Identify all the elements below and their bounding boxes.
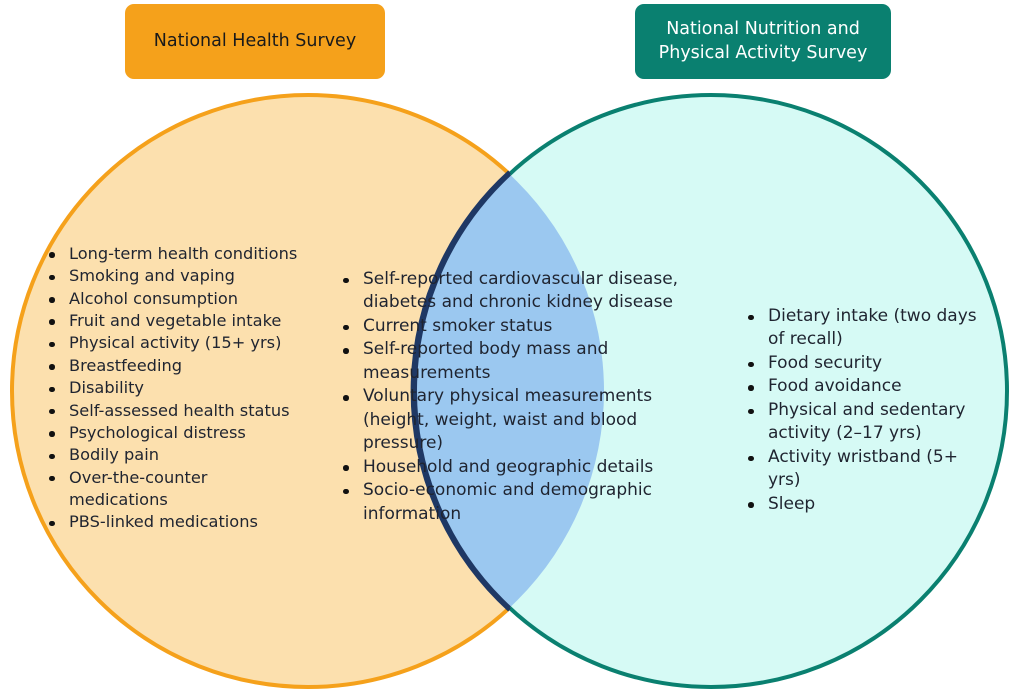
list-item: Self-reported body mass and measurements	[338, 338, 690, 385]
list-item: Long-term health conditions	[44, 243, 306, 265]
list-item: Physical activity (15+ yrs)	[44, 332, 306, 354]
list-item: Smoking and vaping	[44, 265, 306, 287]
intersection-items-block: Self-reported cardiovascular disease, di…	[338, 268, 690, 526]
list-item: Self-assessed health status	[44, 400, 306, 422]
list-item: Breastfeeding	[44, 355, 306, 377]
list-item: Sleep	[743, 493, 995, 516]
left-only-list: Long-term health conditions Smoking and …	[44, 243, 306, 534]
list-item: Over-the-counter medications	[44, 467, 306, 512]
intersection-lens	[413, 95, 604, 687]
header-left-label: National Health Survey	[153, 30, 357, 51]
list-item: Dietary intake (two days of recall)	[743, 305, 995, 352]
header-right-label: National Nutrition and Physical Activity…	[658, 19, 868, 63]
list-item: Fruit and vegetable intake	[44, 310, 306, 332]
list-item: Socio-economic and demographic informati…	[338, 479, 690, 526]
list-item: PBS-linked medications	[44, 511, 306, 533]
left-only-items-block: Long-term health conditions Smoking and …	[44, 243, 306, 534]
right-only-list: Dietary intake (two days of recall) Food…	[743, 305, 995, 516]
header-box-right: National Nutrition and Physical Activity…	[635, 4, 891, 79]
list-item: Current smoker status	[338, 315, 690, 338]
list-item: Psychological distress	[44, 422, 306, 444]
header-box-left: National Health Survey	[125, 4, 385, 79]
list-item: Bodily pain	[44, 444, 306, 466]
intersection-lens-left-arc	[410, 170, 511, 612]
list-item: Physical and sedentary activity (2–17 yr…	[743, 399, 995, 446]
intersection-list: Self-reported cardiovascular disease, di…	[338, 268, 690, 526]
list-item: Food security	[743, 352, 995, 375]
list-item: Voluntary physical measurements (height,…	[338, 385, 690, 455]
list-item: Disability	[44, 377, 306, 399]
list-item: Self-reported cardiovascular disease, di…	[338, 268, 690, 315]
list-item: Household and geographic details	[338, 456, 690, 479]
list-item: Activity wristband (5+ yrs)	[743, 446, 995, 493]
right-only-items-block: Dietary intake (two days of recall) Food…	[743, 305, 995, 516]
list-item: Food avoidance	[743, 375, 995, 398]
list-item: Alcohol consumption	[44, 288, 306, 310]
